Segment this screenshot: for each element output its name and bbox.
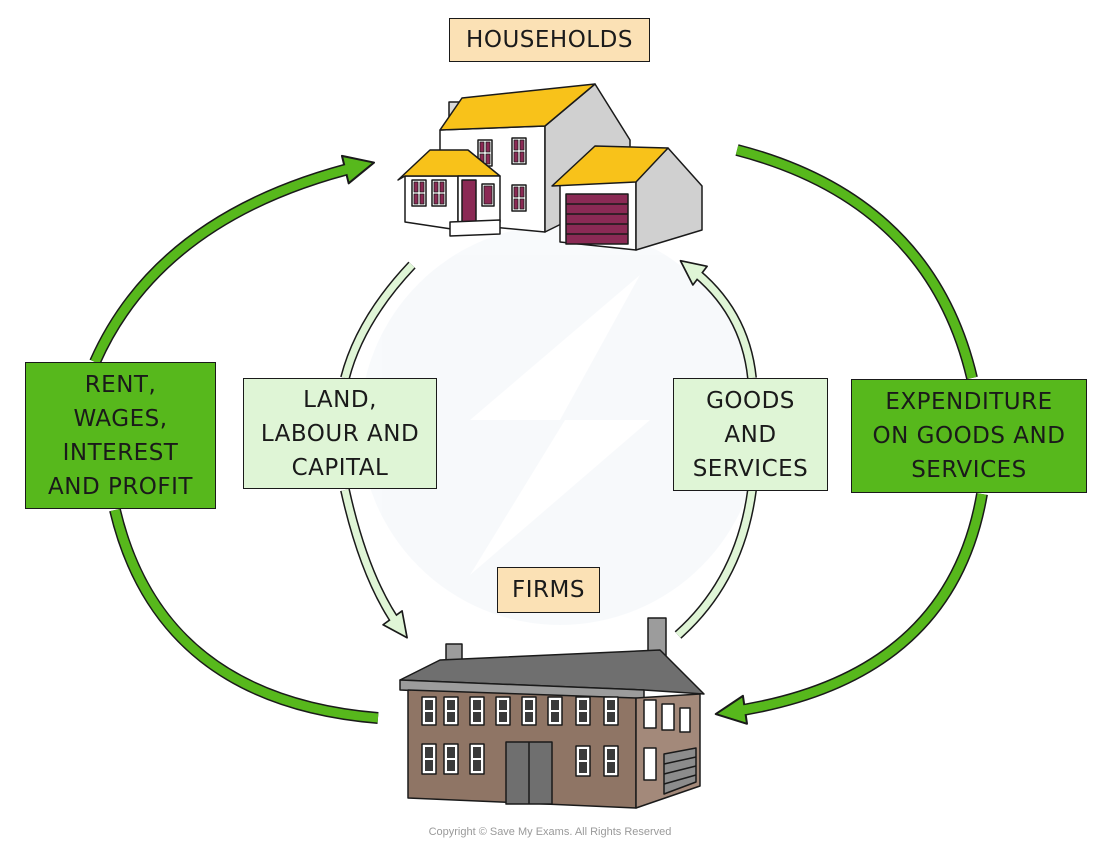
outer-flow-arrows — [89, 144, 988, 725]
expenditure-label: EXPENDITURE ON GOODS AND SERVICES — [851, 379, 1087, 493]
expenditure-arrow-lower — [714, 492, 988, 725]
watermark — [360, 225, 760, 625]
factors-of-production-label: LAND, LABOUR AND CAPITAL — [243, 378, 437, 489]
goods-and-services-label: GOODS AND SERVICES — [673, 378, 828, 491]
factor-payments-label: RENT, WAGES, INTEREST AND PROFIT — [25, 362, 216, 509]
households-label: HOUSEHOLDS — [449, 18, 650, 62]
inner-flow-arrows — [340, 259, 757, 639]
firms-label: FIRMS — [497, 567, 600, 613]
house-icon — [397, 83, 703, 251]
copyright-notice: Copyright © Save My Exams. All Rights Re… — [428, 826, 672, 838]
factor-payments-arrow-upper — [89, 154, 376, 365]
factory-icon — [399, 617, 705, 809]
expenditure-arrow-upper — [735, 144, 978, 380]
